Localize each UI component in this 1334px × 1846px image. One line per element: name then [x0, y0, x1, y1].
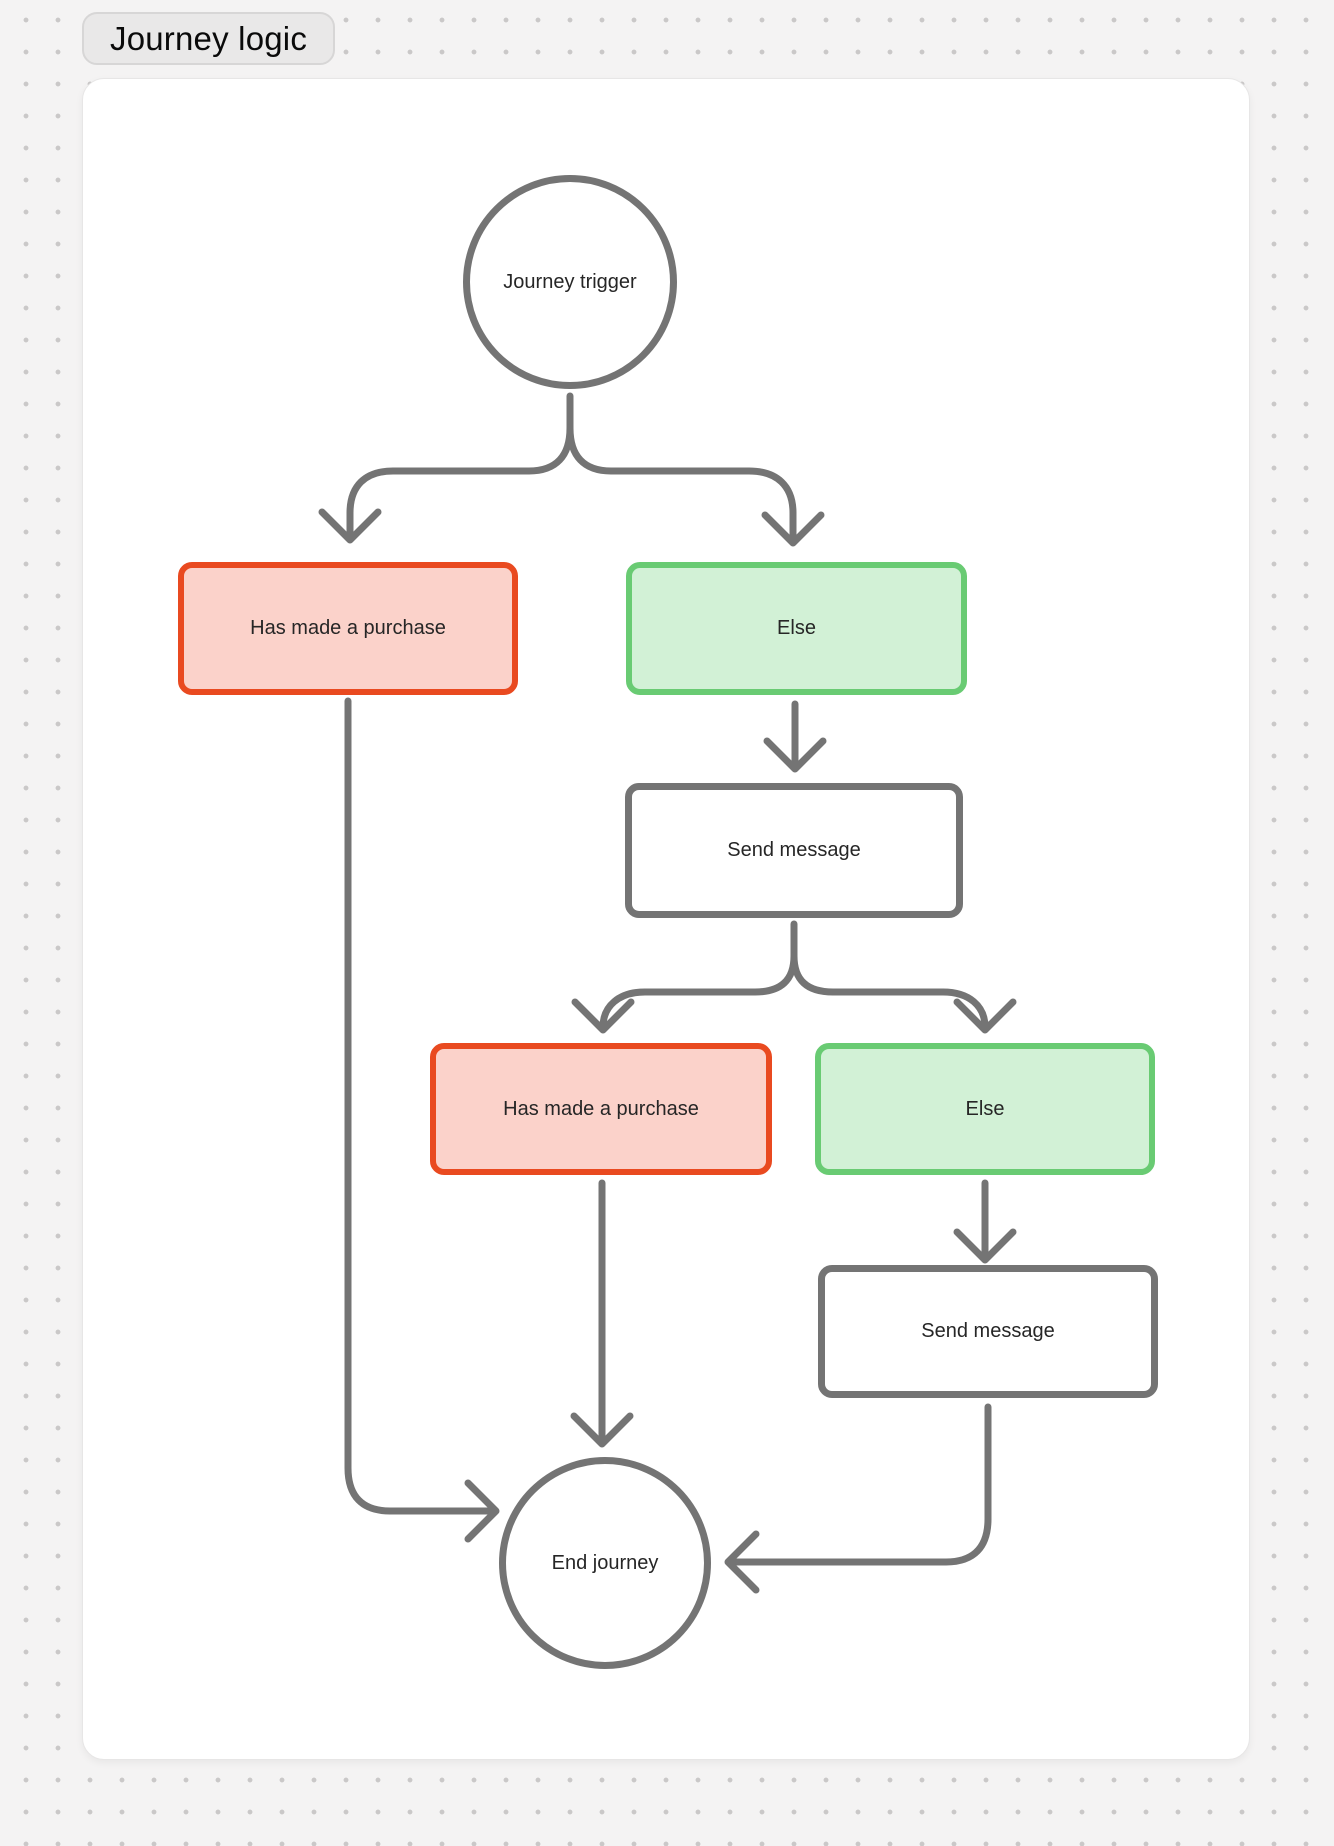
node-send-message-2-label: Send message [921, 1320, 1055, 1342]
node-send-message-1-label: Send message [727, 839, 861, 861]
node-condition-1-label: Has made a purchase [250, 617, 446, 639]
node-else-branch-2[interactable]: Else [815, 1043, 1155, 1175]
node-journey-trigger-label: Journey trigger [503, 270, 637, 293]
node-end-journey-label: End journey [551, 1551, 659, 1574]
journey-logic-title[interactable]: Journey logic [82, 12, 336, 65]
node-end-journey[interactable]: End journey [499, 1457, 711, 1669]
node-condition-2-label: Has made a purchase [503, 1097, 699, 1120]
node-condition-has-made-a-purchase-2[interactable]: Has made a purchase [430, 1043, 772, 1175]
journey-logic-title-label: Journey logic [110, 19, 308, 57]
node-send-message-2[interactable]: Send message [818, 1265, 1158, 1398]
node-else-2-label: Else [965, 1097, 1005, 1120]
node-journey-trigger[interactable]: Journey trigger [463, 175, 677, 389]
node-else-branch-1[interactable]: Else [626, 562, 967, 695]
node-else-1-label: Else [777, 617, 816, 639]
node-condition-has-made-a-purchase-1[interactable]: Has made a purchase [178, 562, 518, 695]
node-send-message-1[interactable]: Send message [625, 783, 963, 918]
